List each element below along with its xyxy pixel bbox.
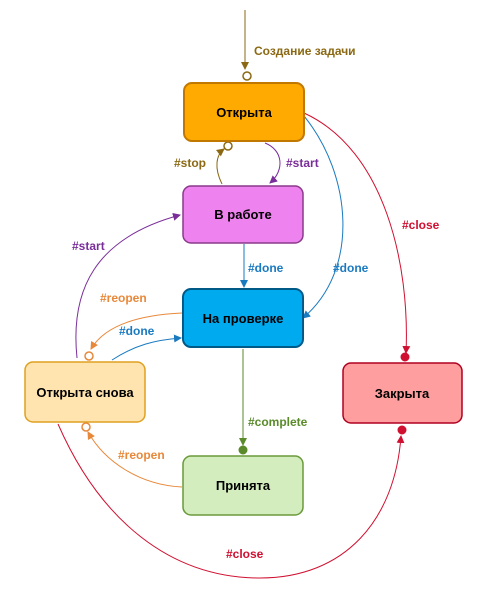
node-accepted-label: Принята <box>216 478 271 493</box>
edge-close-from-reopen-label: #close <box>226 547 264 561</box>
edge-create-label: Создание задачи <box>254 44 356 58</box>
edge-close-from-open: #close <box>303 112 440 362</box>
edge-complete-port-icon <box>238 445 248 455</box>
edge-create: Создание задачи <box>241 10 356 81</box>
node-reopened: Открыта снова <box>24 361 146 423</box>
edge-close-from-reopen: #close <box>57 423 407 579</box>
edge-start-from-reopen: #start <box>72 212 181 359</box>
edge-stop: #stop <box>174 141 233 185</box>
node-review-label: На проверке <box>203 311 284 326</box>
edge-reopen-from-accepted-port-icon <box>81 422 91 432</box>
node-review: На проверке <box>182 288 304 348</box>
node-in-work-label: В работе <box>214 207 271 222</box>
edge-done-from-open: #done <box>302 115 369 319</box>
edge-stop-port-icon <box>223 141 233 151</box>
edge-reopen-from-review: #reopen <box>84 291 183 361</box>
node-accepted: Принята <box>182 455 304 516</box>
edge-create-port-icon <box>242 71 252 81</box>
edge-done-from-reopen-label: #done <box>119 324 155 338</box>
edge-reopen-from-review-label: #reopen <box>100 291 147 305</box>
edge-reopen-from-review-port-icon <box>84 351 94 361</box>
edge-start-from-reopen-label: #start <box>72 239 105 253</box>
node-closed-label: Закрыта <box>375 386 430 401</box>
edge-close-from-reopen-port-icon <box>397 425 407 435</box>
node-closed: Закрыта <box>342 362 463 424</box>
edge-start-from-open-label: #start <box>286 156 319 170</box>
edge-complete-label: #complete <box>248 415 308 429</box>
edge-start-from-open: #start <box>264 142 319 184</box>
edge-done-from-work-label: #done <box>248 261 284 275</box>
edge-done-from-open-label: #done <box>333 261 369 275</box>
edge-reopen-from-accepted: #reopen <box>81 422 183 488</box>
edge-close-from-open-port-icon <box>400 352 410 362</box>
node-open: Открыта <box>183 82 305 142</box>
edge-close-from-open-label: #close <box>402 218 440 232</box>
edge-reopen-from-accepted-label: #reopen <box>118 448 165 462</box>
node-in-work: В работе <box>182 185 304 244</box>
edge-done-from-reopen: #done <box>111 324 182 361</box>
edge-stop-label: #stop <box>174 156 206 170</box>
node-reopened-label: Открыта снова <box>36 385 134 400</box>
edge-done-from-work: #done <box>240 244 284 288</box>
edge-complete: #complete <box>238 349 308 455</box>
node-open-label: Открыта <box>216 105 272 120</box>
